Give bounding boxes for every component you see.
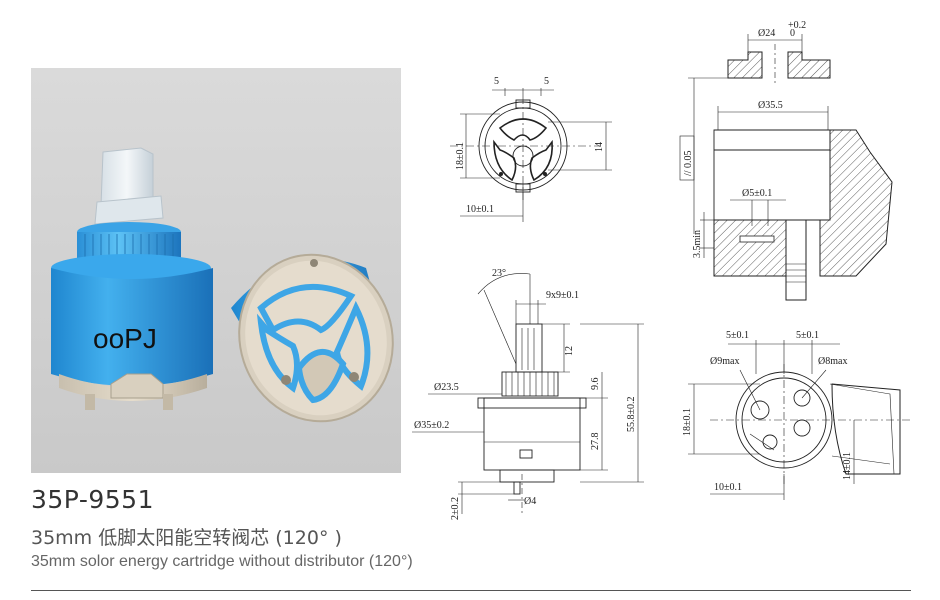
- dim-top-right: 5: [544, 76, 549, 87]
- dim-stem-height: 12: [564, 346, 575, 356]
- dim-top-tol-upper: +0.2: [788, 20, 806, 31]
- brand-label: ooPJ: [93, 323, 157, 354]
- dim-total-height: 55.8±0.2: [626, 397, 637, 433]
- dim-bottom-10: 10±0.1: [714, 482, 742, 493]
- dim-body-dia: Ø35±0.2: [414, 420, 449, 431]
- dim-hole-right: Ø8max: [818, 356, 847, 367]
- dim-foot: 2±0.2: [450, 497, 461, 520]
- dim-top-dia: Ø24: [758, 28, 775, 39]
- dim-pin-dia: Ø4: [524, 496, 536, 507]
- dim-hole: Ø5±0.1: [742, 188, 772, 199]
- dim-top-tol-lower: 0: [790, 28, 795, 39]
- dim-bottom: 10±0.1: [466, 204, 494, 215]
- description-chinese: 35mm 低脚太阳能空转阀芯 (120° ): [31, 527, 342, 549]
- dim-body-height: 27.8: [590, 433, 601, 451]
- dim-spline-dia: Ø23.5: [434, 382, 459, 393]
- bottom-divider: [31, 590, 911, 591]
- model-number: 35P-9551: [31, 485, 154, 514]
- dim-left-18: 18±0.1: [682, 408, 693, 436]
- drawing-section-view: Ø24 +0.2 0 Ø35.5 // 0.05 Ø5±0.1 3.5min: [679, 20, 893, 301]
- dim-left: 18±0.1: [455, 142, 466, 170]
- dim-upper: 9.6: [590, 378, 601, 391]
- dim-angle: 23°: [492, 268, 506, 279]
- product-photo: ooPJ: [31, 68, 401, 473]
- dim-stem: 9x9±0.1: [546, 290, 579, 301]
- dim-right: 14: [594, 142, 605, 152]
- drawing-top-view: 5 5 18±0.1 14 10±0.1: [450, 76, 612, 222]
- cartridge-front: ooPJ: [51, 147, 213, 410]
- cartridge-bottom: [231, 253, 394, 423]
- dim-flatness: // 0.05: [683, 150, 694, 176]
- dim-top-left: 5: [494, 76, 499, 87]
- dim-min: 3.5min: [692, 230, 703, 258]
- dim-hole-left: Ø9max: [710, 356, 739, 367]
- dim-dia: Ø35.5: [758, 100, 783, 111]
- dim-right-14: 14±0.1: [842, 452, 853, 480]
- dim-left-offset: 5±0.1: [726, 330, 749, 341]
- drawing-side-view: 23° 9x9±0.1 12 Ø23.5 Ø35±0.2 55.8±0.2 9.…: [412, 268, 644, 520]
- description-english: 35mm solor energy cartridge without dist…: [31, 553, 413, 570]
- dim-right-offset: 5±0.1: [796, 330, 819, 341]
- drawing-bottom-view: 5±0.1 5±0.1 Ø9max Ø8max 18±0.1 14±0.1 10…: [682, 330, 910, 500]
